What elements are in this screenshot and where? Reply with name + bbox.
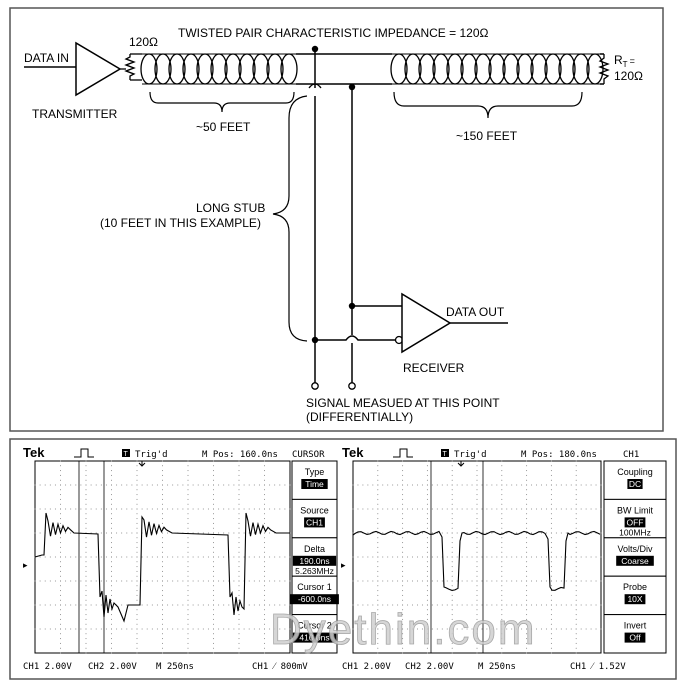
menu-label: Coupling xyxy=(617,467,653,477)
menu-value: Coarse xyxy=(621,556,649,566)
menu-label: Volts/Div xyxy=(617,544,653,554)
svg-text:T: T xyxy=(443,451,448,458)
scope-right-menu-title: CH1 xyxy=(623,450,639,460)
menu-value: CH1 xyxy=(306,517,323,527)
scope-left-status-ch1: CH1 2.00V xyxy=(23,662,72,672)
scope-left-menu-item[interactable]: Cursor 1 -600.0ns xyxy=(290,575,339,616)
scope-left-menu-item[interactable]: Cursor 2 410.0ns xyxy=(291,614,338,654)
source-resistor-label: 120Ω xyxy=(129,35,158,49)
length-right-label: ~150 FEET xyxy=(456,129,518,143)
termination-value: 120Ω xyxy=(614,69,643,83)
scope-panel: Tek T Trig'd M Pos: 160.0ns CURSOR ▸ Typ… xyxy=(9,438,677,680)
menu-label: Type xyxy=(305,467,325,477)
brace-150ft xyxy=(393,91,583,119)
stub-label-1: LONG STUB xyxy=(196,201,265,215)
data-in-label: DATA IN xyxy=(24,51,69,65)
source-resistor xyxy=(124,54,136,80)
scope-left-status-ch2: CH2 2.00V xyxy=(88,662,137,672)
twisted-pair-right xyxy=(390,53,604,85)
scope-right-status-trig: CH1 ⁄ 1.52V xyxy=(570,662,626,672)
menu-label: Delta xyxy=(304,544,325,554)
menu-label: Probe xyxy=(623,582,647,592)
svg-text:▸: ▸ xyxy=(23,560,28,570)
impedance-header: TWISTED PAIR CHARACTERISTIC IMPEDANCE = … xyxy=(178,26,488,40)
svg-text:T: T xyxy=(124,451,129,458)
menu-value: Off xyxy=(629,633,641,643)
menu-label: Invert xyxy=(624,621,647,631)
scope-right-status-ch2: CH2 2.00V xyxy=(405,662,454,672)
data-out-label: DATA OUT xyxy=(446,305,505,319)
menu-label: Cursor 2 xyxy=(297,621,332,631)
measure-terminal-a xyxy=(311,382,319,390)
svg-text:▸: ▸ xyxy=(341,560,346,570)
termination-label: RT= xyxy=(614,53,635,69)
twisted-pair-left xyxy=(140,53,298,85)
watermark: Dyethin.com xyxy=(270,605,537,654)
menu-label: Source xyxy=(300,505,329,515)
circuit-diagram: TWISTED PAIR CHARACTERISTIC IMPEDANCE = … xyxy=(9,7,664,432)
transmitter-label: TRANSMITTER xyxy=(32,107,118,121)
brace-50ft xyxy=(149,91,295,113)
termination-resistor xyxy=(598,54,610,84)
scope-left-status-m: M 250ns xyxy=(156,662,194,672)
scope-right-status-ch1: CH1 2.00V xyxy=(342,662,391,672)
scope-right-trig: Trig'd xyxy=(454,450,487,460)
menu-value: 10X xyxy=(627,594,642,604)
menu-value: 190.0ns xyxy=(299,556,329,566)
stub-label-2: (10 FEET IN THIS EXAMPLE) xyxy=(100,216,261,230)
scope-right-menu-item[interactable]: Probe 10X xyxy=(603,575,667,616)
menu-value: Time xyxy=(305,479,324,489)
scope-left: Tek T Trig'd M Pos: 160.0ns CURSOR ▸ Typ… xyxy=(23,445,339,672)
menu-value-2: 5.263MHz xyxy=(295,566,334,576)
scope-right-status-m: M 250ns xyxy=(478,662,516,672)
scope-right: Tek T Trig'd M Pos: 180.0ns CH1 ▸ Coupli… xyxy=(341,445,667,672)
scope-left-menu-title: CURSOR xyxy=(292,450,325,460)
receiver-label: RECEIVER xyxy=(403,361,465,375)
transmitter-symbol xyxy=(75,41,122,97)
circuit-frame xyxy=(9,7,664,432)
menu-label: BW Limit xyxy=(617,505,653,515)
scope-left-mpos: M Pos: 160.0ns xyxy=(202,450,278,460)
menu-value: DC xyxy=(629,479,641,489)
scope-left-trig: Trig'd xyxy=(135,450,168,460)
menu-value-2: 100MHz xyxy=(619,527,651,537)
measure-terminal-b xyxy=(348,382,356,390)
measure-label-2: (DIFFERENTIALLY) xyxy=(306,410,413,424)
menu-value: OFF xyxy=(627,517,644,527)
scope-left-status-trig: CH1 ⁄ 800mV xyxy=(252,662,308,672)
scope-right-brand: Tek xyxy=(342,445,364,460)
brace-long-stub xyxy=(272,95,308,342)
menu-value: -600.0ns xyxy=(298,594,331,604)
scope-right-trace xyxy=(352,530,601,591)
length-left-label: ~50 FEET xyxy=(196,120,251,134)
menu-label: Cursor 1 xyxy=(297,582,332,592)
measure-label-1: SIGNAL MEASUED AT THIS POINT xyxy=(306,396,500,410)
menu-value: 410.0ns xyxy=(299,633,329,643)
scope-left-trace xyxy=(34,512,290,623)
scope-right-mpos: M Pos: 180.0ns xyxy=(521,450,597,460)
scope-left-brand: Tek xyxy=(23,445,45,460)
receiver-symbol xyxy=(401,292,452,354)
